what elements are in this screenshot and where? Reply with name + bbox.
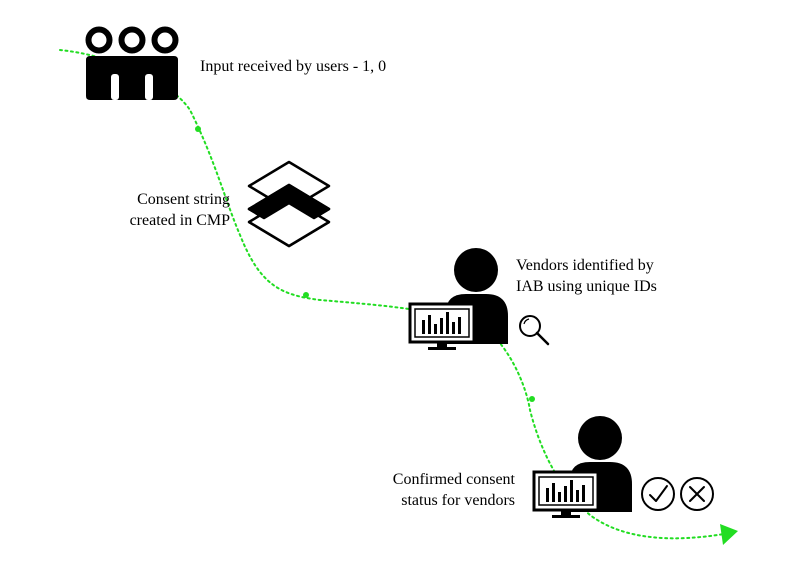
consent-step-label: Consent string created in CMP	[100, 189, 230, 231]
vendor-approval-icon	[532, 416, 714, 518]
vendors-step-label: Vendors identified by IAB using unique I…	[516, 255, 657, 297]
layers-icon	[247, 160, 331, 248]
confirmed-step-line2: status for vendors	[401, 492, 515, 509]
confirmed-step-line1: Confirmed consent	[392, 471, 515, 488]
users-group-icon	[85, 26, 179, 100]
consent-step-line2: created in CMP	[129, 212, 230, 229]
flow-dot-2	[303, 292, 309, 298]
flow-arrowhead	[720, 524, 738, 545]
cross-circle-icon	[680, 477, 714, 511]
vendors-step-line1: Vendors identified by	[516, 257, 654, 274]
flow-path	[59, 49, 731, 540]
input-step-text: Input received by users - 1, 0	[200, 58, 387, 75]
check-circle-icon	[641, 477, 675, 511]
magnifier-icon	[519, 315, 550, 346]
confirmed-step-label: Confirmed consent status for vendors	[330, 469, 515, 511]
flow-dot-3	[529, 396, 535, 402]
input-step-label: Input received by users - 1, 0	[200, 56, 386, 77]
vendor-search-icon	[408, 248, 550, 350]
flow-dot-1	[195, 126, 201, 132]
consent-step-line1: Consent string	[137, 191, 230, 208]
vendors-step-line2: IAB using unique IDs	[516, 278, 657, 295]
